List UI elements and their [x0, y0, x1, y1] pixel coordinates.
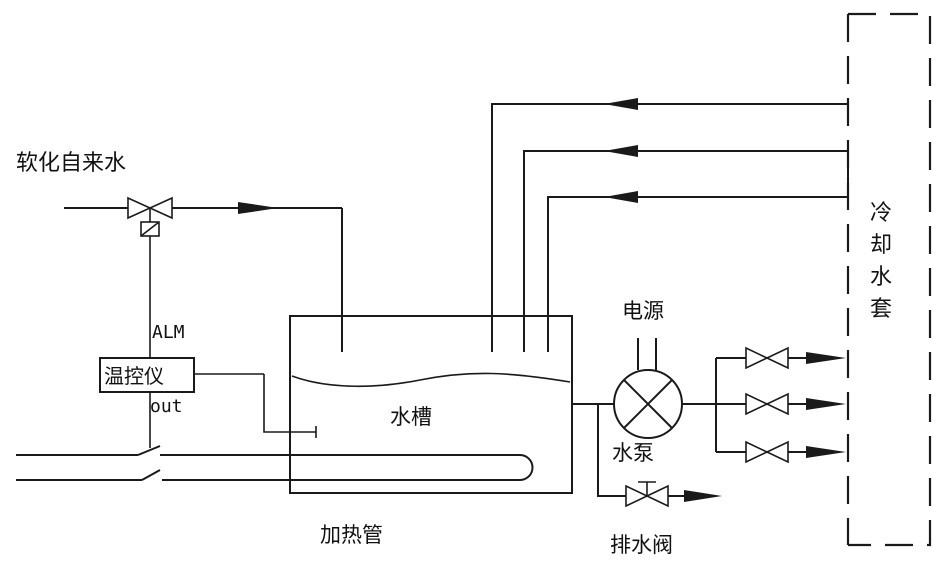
heater-power-lines	[16, 445, 534, 481]
pump-discharge-manifold	[682, 352, 846, 458]
soft-water-label: 软化自来水	[16, 151, 126, 176]
drain-valve-label: 排水阀	[610, 533, 673, 557]
tank-outlet-pipe	[572, 403, 722, 502]
cooling-jacket-label-4: 套	[870, 297, 892, 322]
tank-label: 水槽	[390, 405, 432, 429]
cooling-jacket-label-3: 水	[870, 265, 892, 290]
drain-valve	[625, 481, 669, 508]
water-pump	[613, 338, 683, 439]
heater-label: 加热管	[320, 523, 383, 547]
pump-label: 水泵	[612, 441, 654, 465]
return-pipe-bottom	[547, 191, 848, 352]
return-pipe-top	[491, 98, 848, 352]
cooling-jacket	[846, 12, 932, 547]
cooling-jacket-label-1: 冷	[870, 201, 892, 226]
out-label: out	[150, 396, 183, 417]
flow-arrow-icon	[684, 490, 722, 502]
inlet-pipe	[64, 202, 343, 352]
temperature-controller	[99, 357, 317, 448]
flow-arrow-icon	[238, 202, 278, 214]
cooling-jacket-label-2: 却	[870, 233, 892, 258]
solenoid-valve	[127, 196, 173, 237]
power-label: 电源	[622, 299, 664, 323]
alm-label: ALM	[152, 322, 185, 343]
controller-label: 温控仪	[104, 364, 164, 388]
manifold-valves	[745, 346, 789, 464]
return-pipe-middle	[523, 145, 849, 352]
